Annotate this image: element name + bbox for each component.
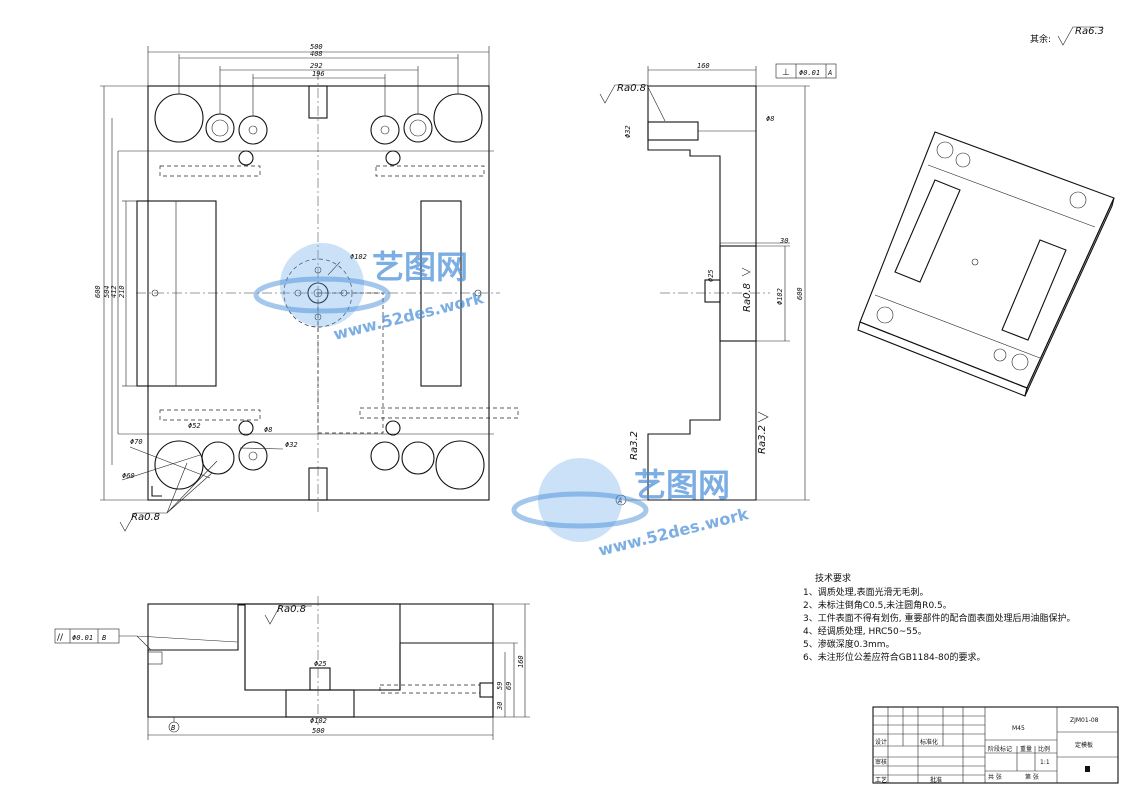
side-roughness-mid-icon (741, 267, 751, 277)
title-weight-label: 重量 (1020, 745, 1032, 753)
guide-hole-tl (154, 93, 204, 143)
section-dim-160: 160 (517, 655, 525, 668)
perpendicularity-frame: ⊥ Φ0.01 A (775, 63, 837, 79)
title-process-label: 工艺 (875, 776, 887, 784)
title-part-name: 定模板 (1075, 741, 1093, 749)
front-roughness-value: Ra0.8 (131, 512, 160, 523)
dim-hole-102: Φ102 (350, 253, 367, 261)
tech-requirements: 技术要求 1、调质处理,表面光滑无毛刺。 2、未标注倒角C0.5,未注圆角R0.… (803, 572, 1075, 663)
dim-top-2: 292 (310, 62, 323, 70)
guide-hole-tr (433, 93, 483, 143)
front-roughness-symbol-icon (119, 460, 218, 532)
tech-item-4: 4、经调质处理, HRC50~55。 (803, 625, 927, 637)
section-dim-d102: Φ102 (310, 717, 327, 725)
section-dim-500: 500 (312, 727, 325, 735)
pocket-right (420, 200, 462, 387)
title-stage-label: 阶段标记 (988, 745, 1012, 753)
iso-plate-top (859, 131, 1115, 389)
pocket-left (136, 200, 217, 387)
side-dim-d32: Φ32 (624, 125, 632, 138)
sheet-marker (1085, 766, 1090, 772)
side-roughness-right-icon (757, 411, 769, 423)
dim-hole-32: Φ32 (285, 441, 298, 449)
title-sheet: 第 张 (1025, 773, 1039, 781)
dim-hole-8: Φ8 (264, 426, 272, 434)
dim-hole-52: Φ52 (188, 422, 201, 430)
perp-value: Φ0.01 (799, 69, 820, 77)
section-dim-30: 30 (496, 702, 504, 711)
roughness-symbol-icon (1057, 26, 1103, 46)
side-dim-d25: Φ25 (707, 269, 715, 282)
section-dim-d25: Φ25 (314, 660, 327, 668)
side-roughness-left: Ra3.2 (629, 431, 640, 460)
side-roughness-mid: Ra0.8 (742, 283, 753, 312)
title-scale-label: 比例 (1038, 745, 1050, 753)
tech-item-6: 6、未注形位公差应符合GB1184-80的要求。 (803, 651, 985, 663)
guide-hole-bl (154, 440, 204, 490)
title-design-label: 设计 (875, 738, 887, 746)
title-block-frame (872, 706, 1119, 784)
side-dim-600: 600 (796, 287, 804, 300)
watermark-lower: 艺图网 www.52des.work (511, 458, 751, 560)
title-approve-label: 批准 (930, 776, 942, 784)
locating-ring-circle (283, 258, 353, 328)
title-drawing-no: ZJM01-08 (1070, 717, 1099, 724)
guide-hole-br (435, 440, 485, 490)
sprue-hole (307, 282, 329, 304)
watermark-upper: 艺图网 www.52des.work (253, 243, 486, 344)
parallel-symbol: // (57, 633, 64, 643)
watermark-brand-upper: 艺图网 (372, 248, 468, 286)
parallel-value: Φ0.01 (72, 634, 93, 642)
side-roughness-right: Ra3.2 (757, 425, 768, 454)
watermark-brand-lower: 艺图网 (634, 466, 730, 504)
parallel-datum: B (102, 634, 106, 642)
title-block: M45 ZJM01-08 定模板 阶段标记 重量 比例 1:1 共 张 第 张 … (872, 706, 1119, 784)
dim-left-0: 600 (94, 285, 102, 298)
title-sheets: 共 张 (988, 773, 1002, 781)
dim-left-1: 504 (103, 285, 111, 298)
side-roughness-top-icon (599, 84, 666, 122)
side-dim-30: 30 (779, 237, 788, 245)
isometric-view (857, 131, 1115, 397)
dim-top-3: 196 (312, 70, 325, 78)
dim-left-2: 412 (110, 285, 118, 298)
corner-roughness-value: Ra6.3 (1075, 26, 1104, 37)
parallelism-frame: // Φ0.01 B (54, 628, 238, 651)
section-dim-69: 69 (505, 682, 513, 690)
section-datum-label: B (171, 724, 175, 732)
dim-left-3: 210 (118, 285, 126, 298)
section-roughness-icon (264, 605, 312, 625)
tech-item-5: 5、渗碳深度0.3mm。 (803, 638, 895, 650)
front-view: 500 408 292 196 600 504 412 210 Φ102 Φ52… (94, 43, 519, 532)
side-dim-d102: Φ102 (776, 288, 784, 305)
tech-item-3: 3、工件表面不得有划伤, 重要部件的配合面表面处理后用油脂保护。 (803, 612, 1075, 624)
title-scale: 1:1 (1040, 759, 1050, 766)
title-review-label: 审核 (875, 758, 887, 766)
side-dim-160: 160 (697, 62, 710, 70)
perp-symbol: ⊥ (782, 68, 790, 78)
section-view: Φ25 Φ102 500 160 69 59 30 Ra0.8 // Φ0.01… (54, 596, 530, 740)
title-material: M45 (1012, 725, 1025, 732)
corner-note-label: 其余: (1030, 33, 1051, 45)
section-dim-59: 59 (496, 682, 504, 690)
dim-top-1: 408 (310, 50, 323, 58)
tech-item-2: 2、未标注倒角C0.5,未注圆角R0.5。 (803, 599, 952, 611)
side-dim-d8: Φ8 (766, 115, 774, 123)
side-datum-label: A (617, 497, 622, 505)
side-view: 160 Φ32 Φ8 30 Φ25 Φ102 600 ⊥ Φ0.01 A Ra0… (599, 62, 837, 506)
title-standard-label: 标准化 (920, 738, 938, 746)
tech-item-1: 1、调质处理,表面光滑无毛刺。 (803, 586, 929, 598)
perp-datum: A (827, 69, 832, 77)
dim-hole-60: Φ60 (122, 472, 135, 480)
side-roughness-top: Ra0.8 (617, 83, 646, 94)
corner-roughness-note: 其余: Ra6.3 (1030, 26, 1104, 46)
section-roughness-value: Ra0.8 (277, 604, 306, 615)
dim-hole-70: Φ70 (130, 438, 143, 446)
dim-top-0: 500 (310, 43, 323, 51)
tech-requirements-title: 技术要求 (815, 572, 851, 584)
